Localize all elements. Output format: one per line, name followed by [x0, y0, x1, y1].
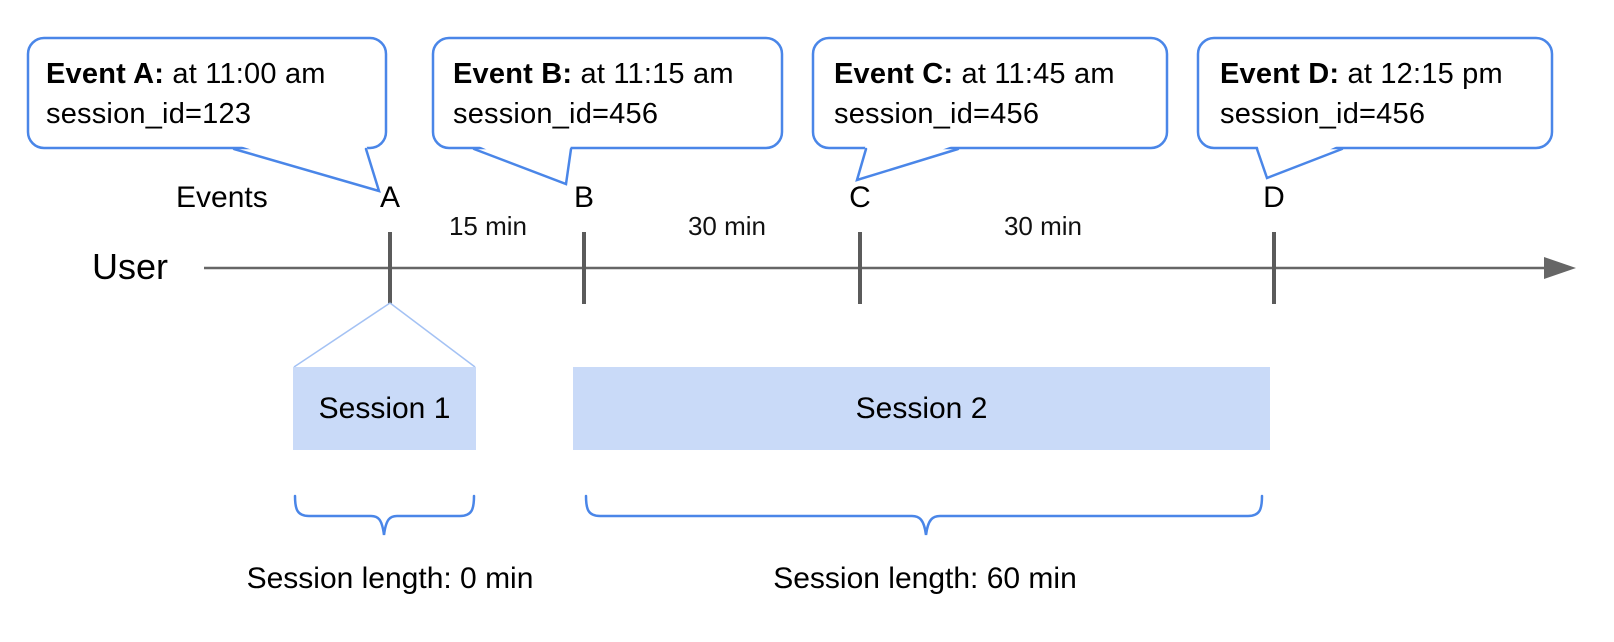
- callout-bubble-b: [431, 36, 784, 150]
- event-label-c: C: [849, 181, 871, 214]
- callout-text-d: Event D: at 12:15 pm session_id=456: [1220, 54, 1503, 134]
- session2-length-label: Session length: 60 min: [773, 562, 1077, 595]
- callout-a-session-id: session_id=123: [46, 98, 252, 130]
- session2-label: Session 2: [855, 391, 988, 425]
- callout-text-b: Event B: at 11:15 am session_id=456: [453, 54, 734, 134]
- session1-box: Session 1: [293, 367, 476, 450]
- callout-bubble-b-tail: [472, 147, 573, 186]
- timeline-arrowhead-icon: [1544, 257, 1576, 279]
- callout-c-line1: Event C: at 11:45 am: [834, 54, 1115, 94]
- callout-a-line1: Event A: at 11:00 am: [46, 54, 326, 94]
- callout-a-time: at 11:00 am: [172, 58, 326, 90]
- event-label-a: A: [379, 181, 401, 214]
- callout-bubble-b-tail-fill: [474, 144, 571, 184]
- callout-b-session-id: session_id=456: [453, 98, 659, 130]
- callout-bubble-c-tail: [855, 147, 960, 182]
- session1-label: Session 1: [318, 391, 451, 425]
- callout-bubble-d: [1196, 36, 1554, 150]
- interval-label-b-c: 30 min: [687, 211, 767, 241]
- callout-bubble-a-tail: [232, 147, 381, 193]
- callout-d-session-id: session_id=456: [1220, 98, 1426, 130]
- callout-b-line1: Event B: at 11:15 am: [453, 54, 734, 94]
- callout-bubble-d-tail-fill: [1257, 144, 1342, 178]
- callout-bubble-a: [26, 36, 388, 150]
- callout-b-title: Event B:: [453, 58, 573, 90]
- callout-d-line1: Event D: at 12:15 pm: [1220, 54, 1503, 94]
- event-label-b: B: [573, 181, 595, 214]
- session1-funnel-line-left: [293, 302, 391, 368]
- callout-c-title: Event C:: [834, 58, 954, 90]
- session1-funnel-line-right: [389, 302, 476, 368]
- interval-label-c-d: 30 min: [1003, 211, 1083, 241]
- callout-c-time: at 11:45 am: [961, 58, 1115, 90]
- interval-label-a-b: 15 min: [448, 211, 528, 241]
- events-row-label: Events: [176, 181, 268, 214]
- session2-brace: [584, 494, 1264, 536]
- callout-bubble-d-tail: [1255, 147, 1344, 180]
- callout-text-a: Event A: at 11:00 am session_id=123: [46, 54, 326, 134]
- callout-bubble-c: [811, 36, 1169, 150]
- session1-length-label: Session length: 0 min: [246, 562, 534, 595]
- session1-brace: [293, 494, 476, 536]
- callout-b-time: at 11:15 am: [580, 58, 734, 90]
- user-axis-label: User: [92, 246, 169, 287]
- session2-box: Session 2: [573, 367, 1270, 450]
- callout-c-session-id: session_id=456: [834, 98, 1040, 130]
- event-label-d: D: [1263, 181, 1285, 214]
- callout-d-time: at 12:15 pm: [1347, 58, 1503, 90]
- callout-text-c: Event C: at 11:45 am session_id=456: [834, 54, 1115, 134]
- callout-d-title: Event D:: [1220, 58, 1340, 90]
- callout-a-title: Event A:: [46, 58, 165, 90]
